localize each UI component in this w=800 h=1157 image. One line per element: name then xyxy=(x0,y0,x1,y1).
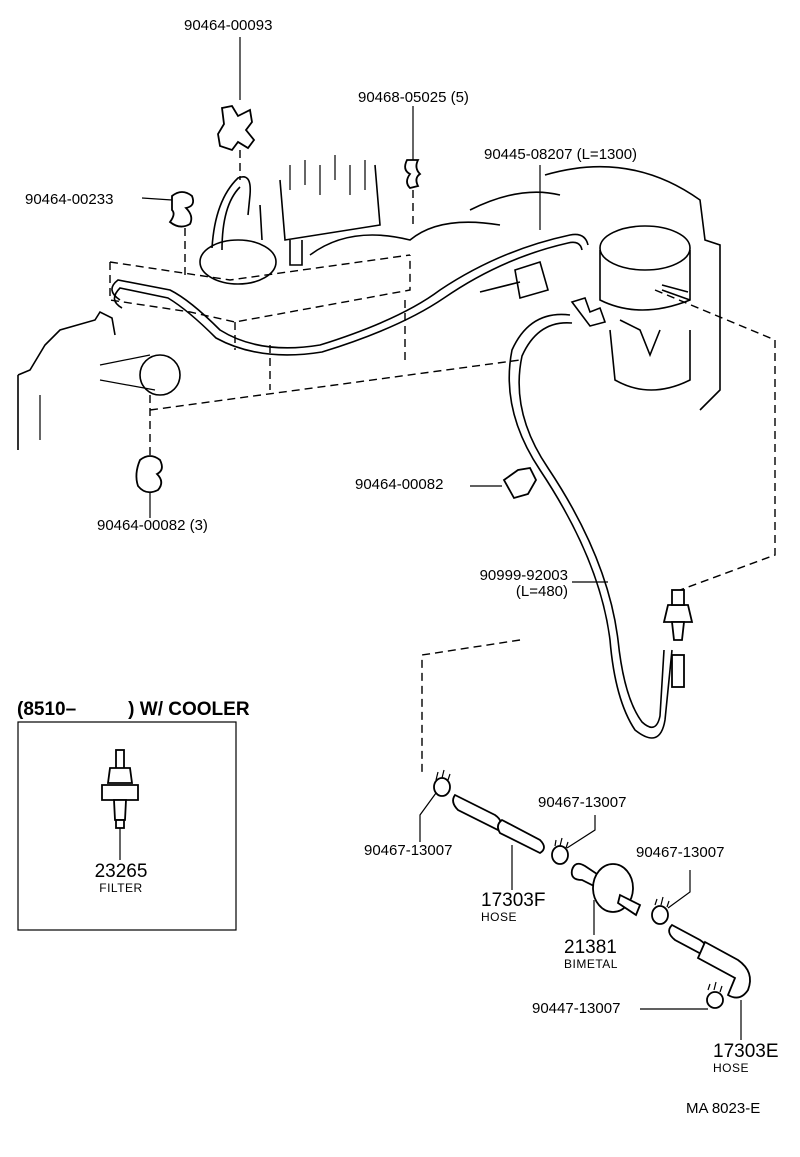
label-21381: 21381 BIMETAL xyxy=(564,938,618,971)
hose-90445-08207 xyxy=(111,233,589,356)
label-90464-00233: 90464-00233 xyxy=(25,192,113,208)
hose-clip-90467-13007-a xyxy=(419,769,451,842)
part-description: HOSE xyxy=(713,1061,750,1075)
inset-title-prefix: (8510– xyxy=(17,699,77,720)
label-90467-13007-a: 90467-13007 xyxy=(364,843,452,859)
part-description: BIMETAL xyxy=(564,957,618,971)
label-90464-00082: 90464-00082 xyxy=(355,477,443,493)
filter-23265-drawing xyxy=(101,749,139,860)
label-17303E: 17303E HOSE xyxy=(713,1042,779,1075)
hose-clip-90447-13007 xyxy=(640,981,724,1010)
hose-clip-90467-13007-b xyxy=(551,815,596,865)
engine-outline xyxy=(17,155,721,450)
part-description: HOSE xyxy=(481,910,518,924)
clip-90468-05025 xyxy=(404,159,422,189)
part-number: 90468-05025 xyxy=(358,89,447,106)
label-17303F: 17303F HOSE xyxy=(481,891,545,924)
part-number: 21381 xyxy=(564,937,617,958)
part-number: 90464-00233 xyxy=(25,191,114,208)
inset-title: (8510– ) W/ COOLER xyxy=(17,700,250,720)
label-90447-13007: 90447-13007 xyxy=(532,1001,620,1017)
label-23265: 23265 FILTER xyxy=(89,862,153,895)
hose-distributor xyxy=(211,176,252,249)
part-number: 90447-13007 xyxy=(532,1000,621,1017)
label-90467-13007-c: 90467-13007 xyxy=(636,845,724,861)
label-90467-13007-b: 90467-13007 xyxy=(538,795,626,811)
label-90999-92003: 90999-92003 (L=480) xyxy=(453,568,568,600)
part-number: 90464-00093 xyxy=(184,17,273,34)
bimetal-21381-drawing xyxy=(570,862,642,935)
lower-assembly xyxy=(419,769,751,1040)
label-90464-00093: 90464-00093 xyxy=(184,18,272,34)
inset-title-suffix: ) W/ COOLER xyxy=(128,699,250,720)
part-number: 17303F xyxy=(481,890,546,911)
check-valve xyxy=(662,589,694,688)
label-90464-00082-3: 90464-00082 (3) xyxy=(97,518,208,534)
part-length: (L=480) xyxy=(515,583,568,600)
leader-lines xyxy=(141,37,776,775)
hose-segment-1 xyxy=(452,793,502,832)
part-number: 90999-92003 xyxy=(479,567,568,584)
part-number: 17303E xyxy=(713,1041,779,1062)
part-quantity: (5) xyxy=(450,89,469,106)
part-number: 90464-00082 xyxy=(355,476,444,493)
hose-17303F-drawing xyxy=(497,818,545,890)
part-number: 90467-13007 xyxy=(636,844,725,861)
part-number: 90467-13007 xyxy=(364,842,453,859)
clamp-90464-00082 xyxy=(502,467,538,500)
label-90445-08207: 90445-08207 (L=1300) xyxy=(484,147,637,163)
label-90468-05025: 90468-05025 (5) xyxy=(358,90,469,106)
part-number: 23265 xyxy=(94,861,148,882)
part-description: FILTER xyxy=(99,881,143,895)
part-length: (L=1300) xyxy=(576,146,638,163)
clamp-90464-00082-3 xyxy=(135,455,163,494)
hose-clip-90467-13007-c xyxy=(651,870,691,925)
inset-box xyxy=(17,721,237,931)
connector-fitting xyxy=(570,297,607,327)
part-number: 90464-00082 xyxy=(97,517,186,534)
hose-90999-92003 xyxy=(508,313,673,739)
part-quantity: (3) xyxy=(189,517,208,534)
part-number: 90467-13007 xyxy=(538,794,627,811)
diagram-code: MA 8023-E xyxy=(686,1100,761,1117)
part-number: 90445-08207 xyxy=(484,146,573,163)
clamp-90464-00093 xyxy=(217,104,256,152)
clamp-90464-00233 xyxy=(168,191,195,228)
hose-17303E-drawing xyxy=(668,923,751,1040)
